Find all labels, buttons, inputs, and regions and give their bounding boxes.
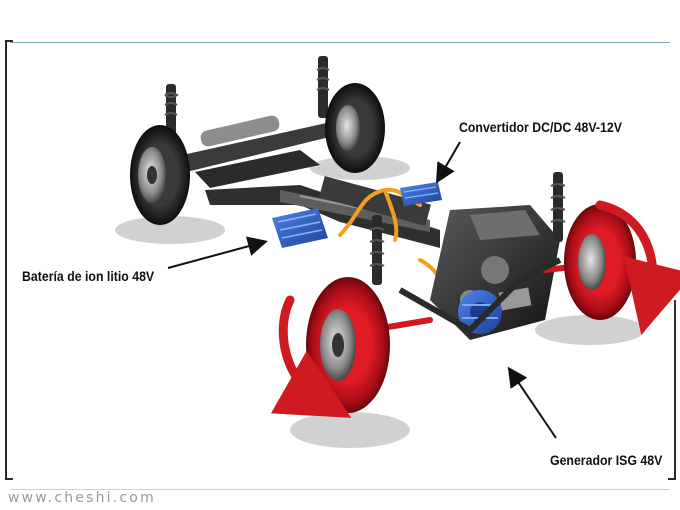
floor-shadows (115, 156, 645, 448)
rear-right-wheel (325, 83, 385, 173)
label-dcdc-converter: Convertidor DC/DC 48V-12V (459, 119, 622, 135)
arrow-converter (435, 141, 461, 184)
arrow-generator (507, 366, 557, 439)
rotation-arrows (270, 200, 680, 418)
arrow-battery (167, 236, 268, 269)
frame-bracket-right (668, 300, 676, 480)
bottom-rule (10, 489, 670, 490)
callout-arrows (167, 141, 557, 439)
top-rule (10, 42, 670, 43)
front-left-wheel (306, 277, 390, 413)
label-battery: Batería de ion litio 48V (22, 268, 155, 284)
front-suspension (367, 172, 593, 334)
rear-left-wheel (130, 125, 190, 225)
dcdc-converter (400, 182, 442, 206)
front-right-wheel (564, 204, 636, 320)
frame-bracket-left (5, 40, 13, 480)
label-generator: Generador ISG 48V (550, 452, 663, 468)
watermark: www.cheshi.com (8, 490, 156, 506)
battery-pack (272, 208, 328, 248)
